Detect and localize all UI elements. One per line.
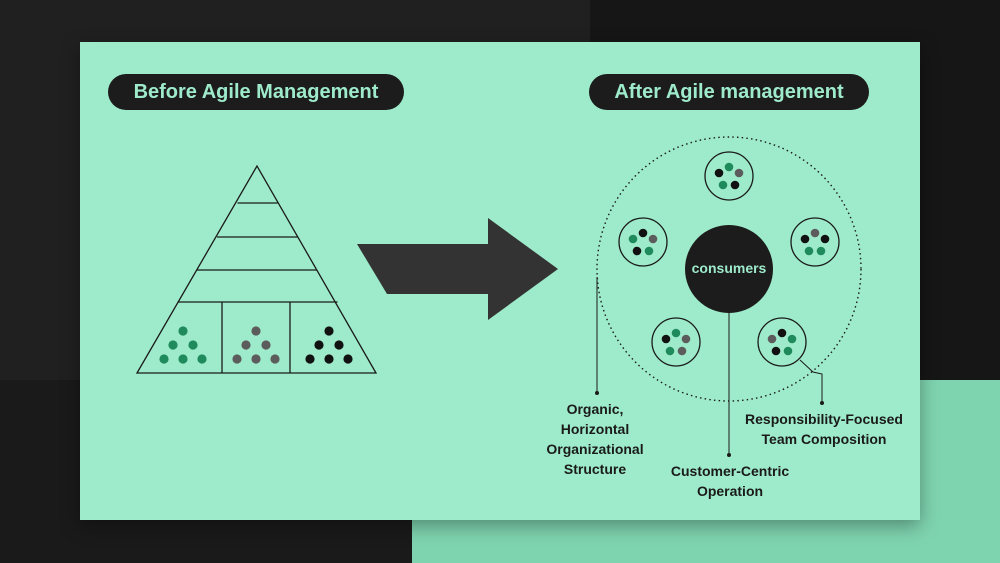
team-member-dot bbox=[644, 246, 654, 256]
pyramid-member-dot bbox=[324, 354, 334, 364]
team-circles bbox=[618, 151, 840, 367]
consumers-circle bbox=[685, 225, 773, 313]
team-member-dot bbox=[677, 346, 687, 356]
team-member-dot bbox=[661, 334, 671, 344]
diagram-canvas bbox=[135, 136, 862, 457]
pyramid-member-dot bbox=[159, 354, 169, 364]
customer-centric-label: Customer-Centric Operation bbox=[660, 461, 800, 501]
team-circle bbox=[790, 217, 840, 267]
team-circle bbox=[757, 317, 807, 367]
label-line: Organizational bbox=[546, 441, 644, 457]
label-line: Operation bbox=[696, 483, 764, 499]
pyramid-member-dot bbox=[261, 340, 271, 350]
label-line: Structure bbox=[563, 461, 627, 477]
leader-endpoints bbox=[595, 391, 824, 457]
after-agile-header: After Agile management bbox=[589, 74, 869, 110]
leader-lines bbox=[596, 277, 823, 454]
team-ring bbox=[618, 217, 668, 267]
consumers-label: consumers bbox=[691, 260, 767, 276]
pyramid-dots bbox=[159, 326, 353, 364]
team-member-dot bbox=[632, 246, 642, 256]
team-circle bbox=[618, 217, 668, 267]
pyramid-member-dot bbox=[334, 340, 344, 350]
team-member-dot bbox=[820, 234, 830, 244]
team-member-dot bbox=[816, 246, 826, 256]
organic-structure-label: Organic, Horizontal Organizational Struc… bbox=[535, 399, 655, 479]
team-member-dot bbox=[734, 168, 744, 178]
team-member-dot bbox=[730, 180, 740, 190]
team-ring bbox=[651, 317, 701, 367]
team-member-dot bbox=[681, 334, 691, 344]
leader-endpoint bbox=[727, 453, 731, 457]
pyramid-member-dot bbox=[241, 340, 251, 350]
team-member-dot bbox=[771, 346, 781, 356]
diagram-card: Before Agile Management After Agile mana… bbox=[80, 42, 920, 520]
team-member-dot bbox=[787, 334, 797, 344]
pyramid-member-dot bbox=[178, 326, 188, 336]
pyramid-member-dot bbox=[232, 354, 242, 364]
label-line: Organic, bbox=[566, 401, 624, 417]
team-member-dot bbox=[718, 180, 728, 190]
pyramid-member-dot bbox=[251, 326, 261, 336]
team-member-dot bbox=[800, 234, 810, 244]
pyramid-member-dot bbox=[188, 340, 198, 350]
team-member-dot bbox=[783, 346, 793, 356]
pyramid-member-dot bbox=[305, 354, 315, 364]
label-line: Team Composition bbox=[761, 431, 887, 447]
pyramid-member-dot bbox=[314, 340, 324, 350]
hierarchy-pyramid bbox=[135, 164, 378, 374]
team-member-dot bbox=[724, 162, 734, 172]
team-member-dot bbox=[648, 234, 658, 244]
team-member-dot bbox=[804, 246, 814, 256]
team-member-dot bbox=[671, 328, 681, 338]
responsibility-leader-line bbox=[799, 359, 823, 402]
pyramid-member-dot bbox=[178, 354, 188, 364]
team-ring bbox=[790, 217, 840, 267]
team-circle bbox=[704, 151, 754, 201]
responsibility-team-label: Responsibility-Focused Team Composition bbox=[734, 409, 914, 449]
pyramid-member-dot bbox=[343, 354, 353, 364]
team-member-dot bbox=[628, 234, 638, 244]
label-line: Responsibility-Focused bbox=[745, 411, 903, 427]
team-member-dot bbox=[714, 168, 724, 178]
team-ring bbox=[704, 151, 754, 201]
pyramid-member-dot bbox=[197, 354, 207, 364]
team-circle bbox=[651, 317, 701, 367]
transition-arrow bbox=[357, 218, 558, 320]
team-member-dot bbox=[767, 334, 777, 344]
pyramid-member-dot bbox=[324, 326, 334, 336]
leader-endpoint bbox=[595, 391, 599, 395]
team-member-dot bbox=[777, 328, 787, 338]
team-member-dot bbox=[665, 346, 675, 356]
before-agile-header: Before Agile Management bbox=[108, 74, 404, 110]
pyramid-member-dot bbox=[270, 354, 280, 364]
label-line: Customer-Centric bbox=[670, 463, 790, 479]
label-line: Horizontal bbox=[560, 421, 630, 437]
pyramid-member-dot bbox=[168, 340, 178, 350]
team-member-dot bbox=[810, 228, 820, 238]
team-member-dot bbox=[638, 228, 648, 238]
leader-endpoint bbox=[820, 401, 824, 405]
pyramid-member-dot bbox=[251, 354, 261, 364]
team-ring bbox=[757, 317, 807, 367]
